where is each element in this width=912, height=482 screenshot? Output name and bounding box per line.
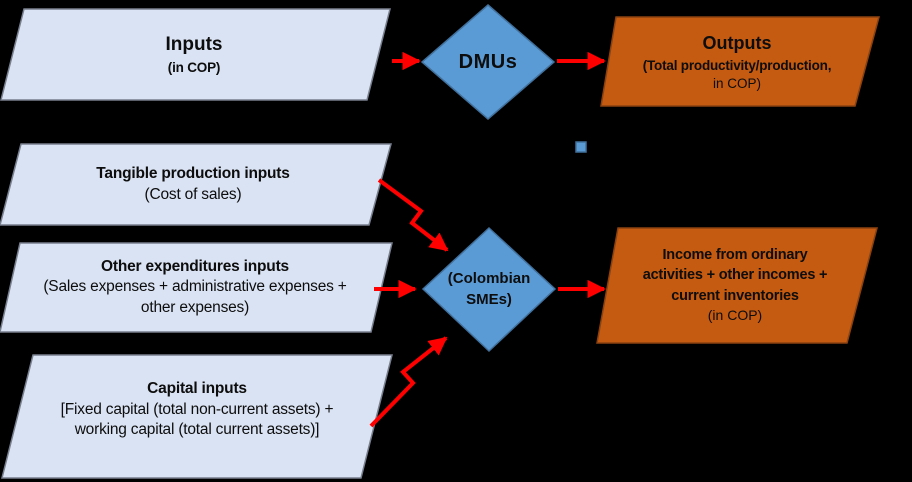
tangible-inputs-parallelogram bbox=[0, 143, 392, 226]
other-expenditures-parallelogram bbox=[0, 242, 393, 333]
arrow-capital-to-smes bbox=[369, 336, 448, 428]
outputs-parallelogram bbox=[600, 16, 880, 107]
inputs-parallelogram bbox=[0, 8, 391, 101]
income-parallelogram bbox=[596, 227, 878, 344]
small-blue-square bbox=[575, 141, 587, 153]
colombian-smes-diamond bbox=[421, 226, 557, 353]
dmus-diamond bbox=[420, 4, 556, 120]
arrow-tangible-to-smes bbox=[377, 178, 449, 252]
capital-inputs-parallelogram bbox=[1, 354, 393, 479]
